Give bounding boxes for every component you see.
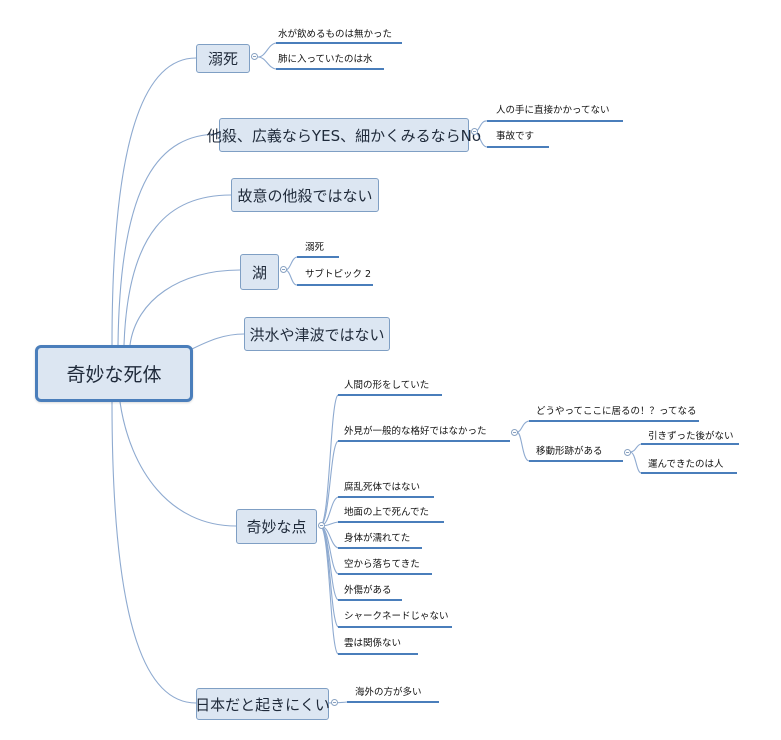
subtopic[interactable]: 腐乱死体ではない	[344, 482, 421, 493]
topic-homicide[interactable]: 他殺、広義ならYES、細かくみるならNo	[207, 118, 481, 152]
subtopic-underline	[338, 496, 434, 498]
subtopic-underline	[276, 68, 384, 70]
topic-strange-points[interactable]: 奇妙な点	[236, 509, 317, 544]
topic-label: 湖	[251, 263, 267, 282]
topic-rare-in-japan[interactable]: 日本だと起きにくい	[195, 688, 330, 720]
root-topic[interactable]: 奇妙な死体	[35, 345, 193, 402]
collapse-toggle-homicide[interactable]	[471, 128, 478, 135]
subtopic-underline	[338, 440, 510, 442]
subtopic-underline	[641, 472, 737, 474]
topic-lake[interactable]: 湖	[240, 254, 279, 290]
subtopic[interactable]: 引きずった後がない	[648, 431, 734, 442]
topic-label: 日本だと起きにくい	[195, 695, 330, 714]
subtopic[interactable]: 溺死	[305, 242, 325, 253]
subtopic-underline	[276, 42, 402, 44]
subtopic-underline	[338, 573, 432, 575]
topic-not-flood[interactable]: 洪水や津波ではない	[244, 317, 390, 351]
subtopic[interactable]: 海外の方が多い	[355, 687, 422, 698]
subtopic-underline	[338, 626, 452, 628]
subtopic[interactable]: シャークネードじゃない	[344, 611, 449, 622]
subtopic[interactable]: 空から落ちてきた	[344, 559, 420, 570]
subtopic[interactable]: 移動形跡がある	[536, 446, 603, 457]
collapse-toggle-strange[interactable]	[318, 522, 325, 529]
collapse-toggle-movement[interactable]	[624, 449, 631, 456]
subtopic-underline	[297, 284, 373, 286]
subtopic-underline	[529, 460, 623, 462]
subtopic-underline	[487, 120, 623, 122]
subtopic-underline	[529, 420, 699, 422]
subtopic[interactable]: 地面の上で死んでた	[344, 507, 430, 518]
collapse-toggle-japan[interactable]	[331, 699, 338, 706]
topic-label: 故意の他殺ではない	[237, 186, 373, 205]
subtopic-underline	[347, 701, 439, 703]
subtopic[interactable]: 人の手に直接かかってない	[496, 105, 610, 116]
subtopic[interactable]: 運んできたのは人	[648, 459, 724, 470]
subtopic-underline	[487, 146, 549, 148]
collapse-toggle-appearance[interactable]	[511, 429, 518, 436]
subtopic[interactable]: 外見が一般的な格好ではなかった	[344, 426, 487, 437]
subtopic-underline	[338, 599, 402, 601]
subtopic-underline	[338, 653, 418, 655]
subtopic-underline	[641, 443, 739, 445]
subtopic[interactable]: 身体が濡れてた	[344, 533, 411, 544]
subtopic[interactable]: 外傷がある	[344, 585, 392, 596]
subtopic[interactable]: 肺に入っていたのは水	[278, 54, 373, 65]
topic-not-intentional[interactable]: 故意の他殺ではない	[231, 178, 379, 212]
subtopic[interactable]: 水が飲めるものは無かった	[278, 29, 393, 40]
subtopic[interactable]: 雲は関係ない	[344, 638, 402, 649]
topic-drowning[interactable]: 溺死	[196, 44, 250, 73]
collapse-toggle-lake[interactable]	[280, 266, 287, 273]
subtopic[interactable]: サブトピック 2	[305, 269, 372, 280]
topic-label: 洪水や津波ではない	[249, 325, 385, 344]
collapse-toggle-drowning[interactable]	[251, 53, 258, 60]
subtopic-underline	[338, 394, 442, 396]
topic-label: 奇妙な点	[246, 518, 307, 536]
topic-label: 溺死	[207, 50, 238, 68]
subtopic[interactable]: 事故です	[496, 131, 535, 142]
root-label: 奇妙な死体	[66, 364, 162, 386]
subtopic-underline	[297, 256, 339, 258]
subtopic[interactable]: どうやってここに居るの！？ってなる	[536, 406, 697, 417]
topic-label: 他殺、広義ならYES、細かくみるならNo	[206, 126, 482, 145]
subtopic-underline	[338, 521, 444, 523]
subtopic-underline	[338, 547, 422, 549]
subtopic[interactable]: 人間の形をしていた	[344, 380, 430, 391]
